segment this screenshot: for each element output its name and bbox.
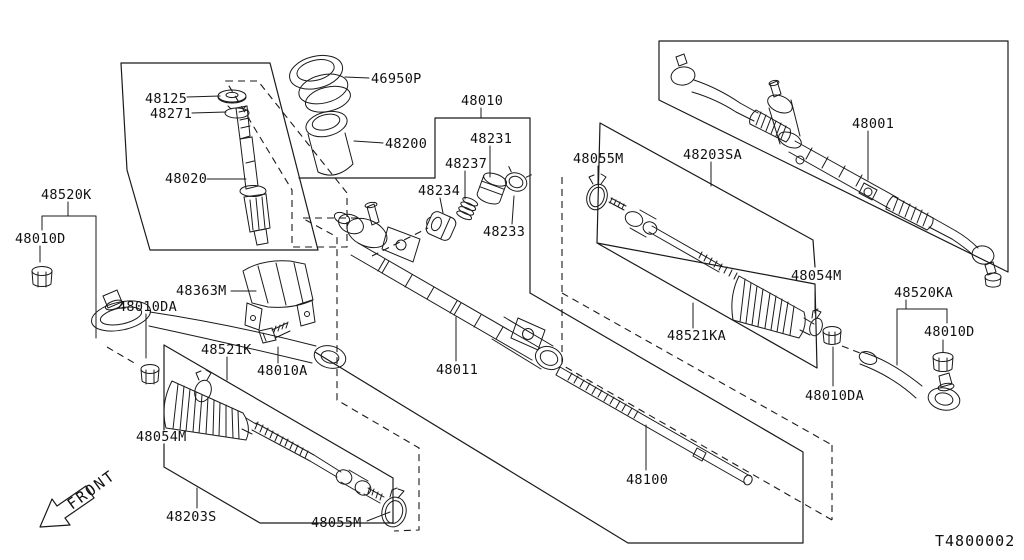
part-label-48521k[interactable]: 48521K: [201, 342, 252, 358]
part-46950p-cover: [289, 54, 351, 113]
part-label-48271[interactable]: 48271: [150, 106, 192, 122]
dashed-leader-48234-assembly: [371, 227, 429, 257]
dashed-box-48125-group: [225, 80, 348, 248]
part-48521k-inner-rod: [251, 421, 385, 504]
part-48363m-bracket: [242, 260, 316, 331]
part-48234-retainer: [425, 211, 457, 241]
leader-48200: [353, 140, 384, 144]
part-48520k-tie-rod-end: [91, 289, 347, 369]
part-label-48010d-right[interactable]: 48010D: [924, 324, 975, 340]
part-48055m-bottom-clamp: [381, 487, 407, 528]
part-48001-assembly: [670, 53, 1002, 288]
dashed-leader-48010da-left: [106, 346, 137, 365]
part-48010d-left-nut: [31, 266, 53, 288]
box-48001-group: [658, 40, 1009, 273]
dashed-guides: [106, 80, 861, 532]
part-48233-ring: [504, 166, 532, 192]
part-label-48001[interactable]: 48001: [852, 116, 894, 132]
dashed-leader-48010da-right: [841, 345, 861, 354]
part-48520ka-tie-rod-end: [858, 351, 961, 411]
leader-48520ka: [896, 299, 948, 366]
part-48010a-bolt: [258, 321, 291, 344]
part-label-48234[interactable]: 48234: [418, 183, 460, 199]
part-48200-grommet: [305, 110, 354, 176]
front-label: FRONT: [64, 466, 119, 513]
leader-48125: [186, 95, 221, 98]
parts: [31, 53, 1002, 528]
part-48100-rack: [555, 366, 753, 486]
part-label-48055m-bottom[interactable]: 48055M: [311, 515, 362, 531]
part-label-48054m-left[interactable]: 48054M: [136, 429, 187, 445]
part-48020-pinion-shaft: [235, 105, 271, 246]
part-48125-washer: [217, 89, 247, 104]
front-arrow-icon: [39, 485, 95, 528]
part-48010da-right-nut: [822, 326, 842, 345]
dashed-box-valve-chain: [301, 217, 420, 532]
part-48521ka-inner-rod: [608, 197, 738, 280]
part-label-48363m[interactable]: 48363M: [176, 283, 227, 299]
part-boot-clamp-left: [194, 369, 212, 403]
part-label-48521ka[interactable]: 48521KA: [667, 328, 726, 344]
part-48237-spring: [456, 196, 479, 221]
part-48011-gear-housing: [333, 201, 564, 371]
part-label-48203s[interactable]: 48203S: [166, 509, 217, 525]
box-48010-group: [434, 117, 531, 294]
part-label-48010[interactable]: 48010: [461, 93, 503, 109]
part-48010d-right-nut: [932, 352, 954, 373]
part-label-48100[interactable]: 48100: [626, 472, 668, 488]
part-label-48125[interactable]: 48125: [145, 91, 187, 107]
part-label-48054m-right[interactable]: 48054M: [791, 268, 842, 284]
enclosure-boxes: [120, 40, 1009, 544]
part-label-48010da-left[interactable]: 48010DA: [118, 299, 177, 315]
front-direction-indicator: [39, 485, 95, 528]
part-label-48200[interactable]: 48200: [385, 136, 427, 152]
leader-48520k: [41, 201, 97, 339]
part-48055m-top-clamp: [586, 173, 608, 211]
part-label-48055m-top[interactable]: 48055M: [573, 151, 624, 167]
part-label-48010d-left[interactable]: 48010D: [15, 231, 66, 247]
leader-48055m-bottom: [366, 511, 391, 522]
part-label-48520ka[interactable]: 48520KA: [894, 285, 953, 301]
part-label-48231[interactable]: 48231: [470, 131, 512, 147]
part-label-48233[interactable]: 48233: [483, 224, 525, 240]
leader-48271: [191, 111, 227, 114]
leader-46950p: [344, 76, 370, 79]
part-48231-bushing: [476, 172, 508, 205]
part-label-48011[interactable]: 48011: [436, 362, 478, 378]
part-48054m-right-boot: [731, 275, 815, 339]
part-label-48520k[interactable]: 48520K: [41, 187, 92, 203]
part-label-48010a[interactable]: 48010A: [257, 363, 308, 379]
part-48054m-left-boot: [163, 380, 257, 441]
part-label-48010da-right[interactable]: 48010DA: [805, 388, 864, 404]
leader-lines: [39, 76, 948, 522]
box-rack-group: [314, 292, 804, 544]
part-label-46950p[interactable]: 46950P: [371, 71, 422, 87]
part-label-48020[interactable]: 48020: [165, 171, 207, 187]
leader-48233: [511, 195, 515, 225]
box-48020-group: [120, 62, 319, 251]
part-label-48237[interactable]: 48237: [445, 156, 487, 172]
part-label-48203sa[interactable]: 48203SA: [683, 147, 742, 163]
part-boot-clamp-right: [809, 308, 823, 337]
part-48010da-left-nut: [140, 364, 160, 385]
leader-48234: [439, 197, 444, 214]
labels: 48125 48271 46950P 48200 48010 48231 482…: [15, 71, 1015, 550]
drawing-code: T4800002: [935, 532, 1015, 550]
